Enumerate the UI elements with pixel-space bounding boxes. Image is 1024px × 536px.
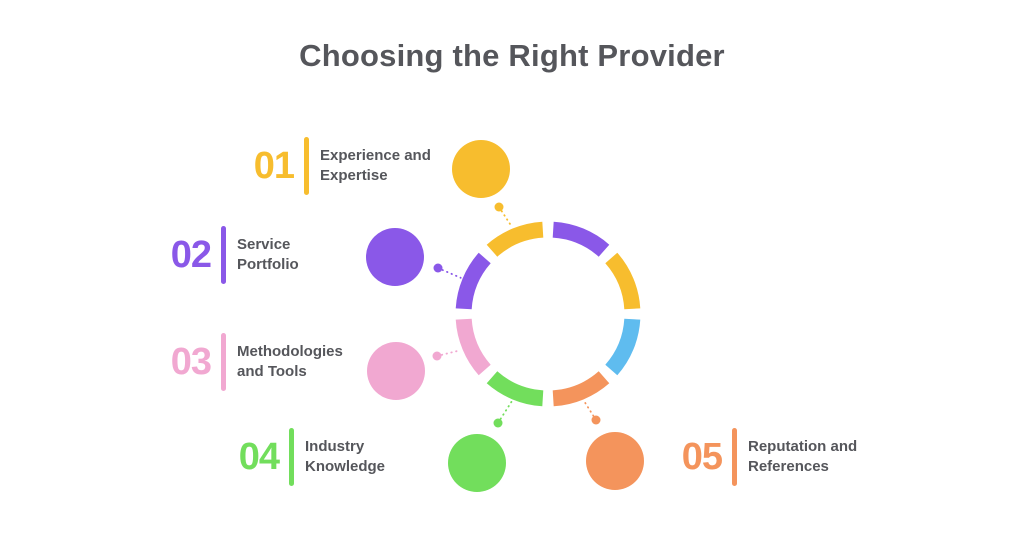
ring-segment-yellow (486, 221, 544, 257)
item-label: Experience and Expertise (320, 147, 431, 184)
item-number: 05 (681, 436, 723, 478)
item-number: 02 (170, 234, 212, 276)
item-label: Service Portfolio (237, 236, 299, 273)
list-item-methodologies-tools: 03 Methodologies and Tools (155, 333, 343, 391)
connector-dotted-line-orange (583, 400, 597, 421)
node-circle-yellow (452, 140, 510, 198)
ring-segment-purple (552, 221, 610, 257)
item-label: Industry Knowledge (305, 438, 386, 475)
node-circle-green (448, 434, 506, 492)
connector-dotted-line-yellow (498, 206, 513, 228)
node-circle-purple (366, 228, 424, 286)
item-number: 04 (238, 436, 280, 478)
ring-segment-orange (552, 371, 610, 407)
node-circle-pink (367, 342, 425, 400)
item-number: 01 (253, 145, 295, 187)
list-item-reputation-references: 05 Reputation and References (666, 428, 857, 486)
ring-segment-purple (455, 252, 491, 310)
node-circle-orange (586, 432, 644, 490)
connector-dot-pink (432, 351, 442, 361)
connector-dot-purple (433, 263, 443, 273)
ring-segment-yellow (605, 252, 641, 310)
ring-segment-blue (605, 318, 641, 376)
connector-dot-yellow (494, 202, 504, 212)
connector-dot-green (493, 418, 503, 428)
item-label: Methodologies and Tools (237, 343, 343, 380)
item-number: 03 (170, 341, 212, 383)
item-divider-bar (289, 428, 294, 486)
item-label: Reputation and References (748, 438, 858, 475)
ring-segment-pink (455, 318, 491, 376)
page-title: Choosing the Right Provider (299, 38, 725, 73)
ring-segment-green (486, 371, 544, 407)
list-item-industry-knowledge: 04 Industry Knowledge (223, 428, 385, 486)
list-item-service-portfolio: 02 Service Portfolio (155, 226, 299, 284)
item-divider-bar (304, 137, 309, 195)
item-divider-bar (221, 333, 226, 391)
item-divider-bar (732, 428, 737, 486)
item-divider-bar (221, 226, 226, 284)
connector-dot-orange (591, 415, 601, 425)
list-item-experience-expertise: 01 Experience and Expertise (238, 137, 431, 195)
